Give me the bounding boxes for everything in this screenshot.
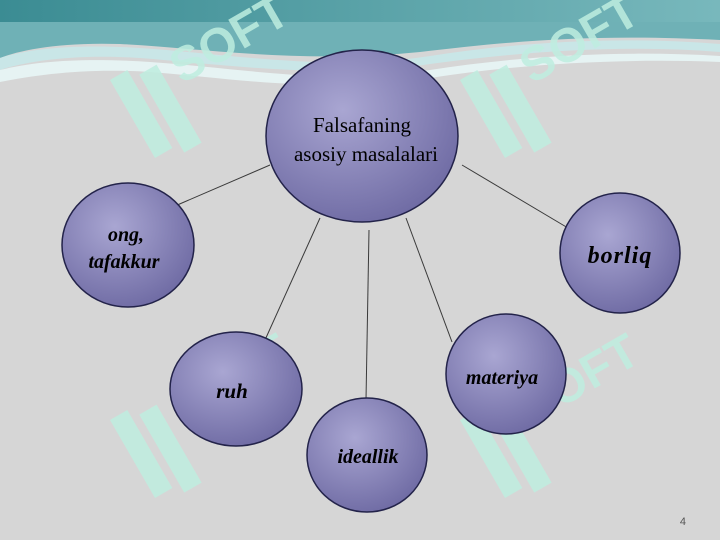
center-node-line1: Falsafaning (313, 113, 411, 137)
connector-materiya (405, 217, 453, 343)
node-borliq: borliq (559, 192, 681, 314)
connectors (174, 164, 569, 401)
node-ong-line1: ong, (108, 224, 144, 246)
node-materiya-label: materiya (466, 367, 538, 389)
node-ong-tafakkur: ong, tafakkur (61, 182, 195, 308)
node-ruh: ruh (169, 331, 303, 447)
center-node-line2: asosiy masalalari (294, 142, 438, 166)
connector-idealik (365, 229, 370, 401)
node-ong-line2: tafakkur (88, 251, 159, 273)
node-materiya: materiya (445, 313, 567, 435)
node-idealik: ideallik (306, 397, 428, 513)
connector-borliq (461, 164, 569, 229)
connector-ong (174, 164, 271, 207)
node-ruh-label: ruh (216, 379, 248, 403)
center-node: Falsafaning asosiy masalalari (265, 49, 459, 223)
node-borliq-label: borliq (588, 243, 653, 269)
connector-ruh (264, 217, 321, 341)
node-idealik-label: ideallik (337, 446, 398, 468)
header-wave (0, 0, 720, 85)
page-number: 4 (679, 516, 686, 528)
